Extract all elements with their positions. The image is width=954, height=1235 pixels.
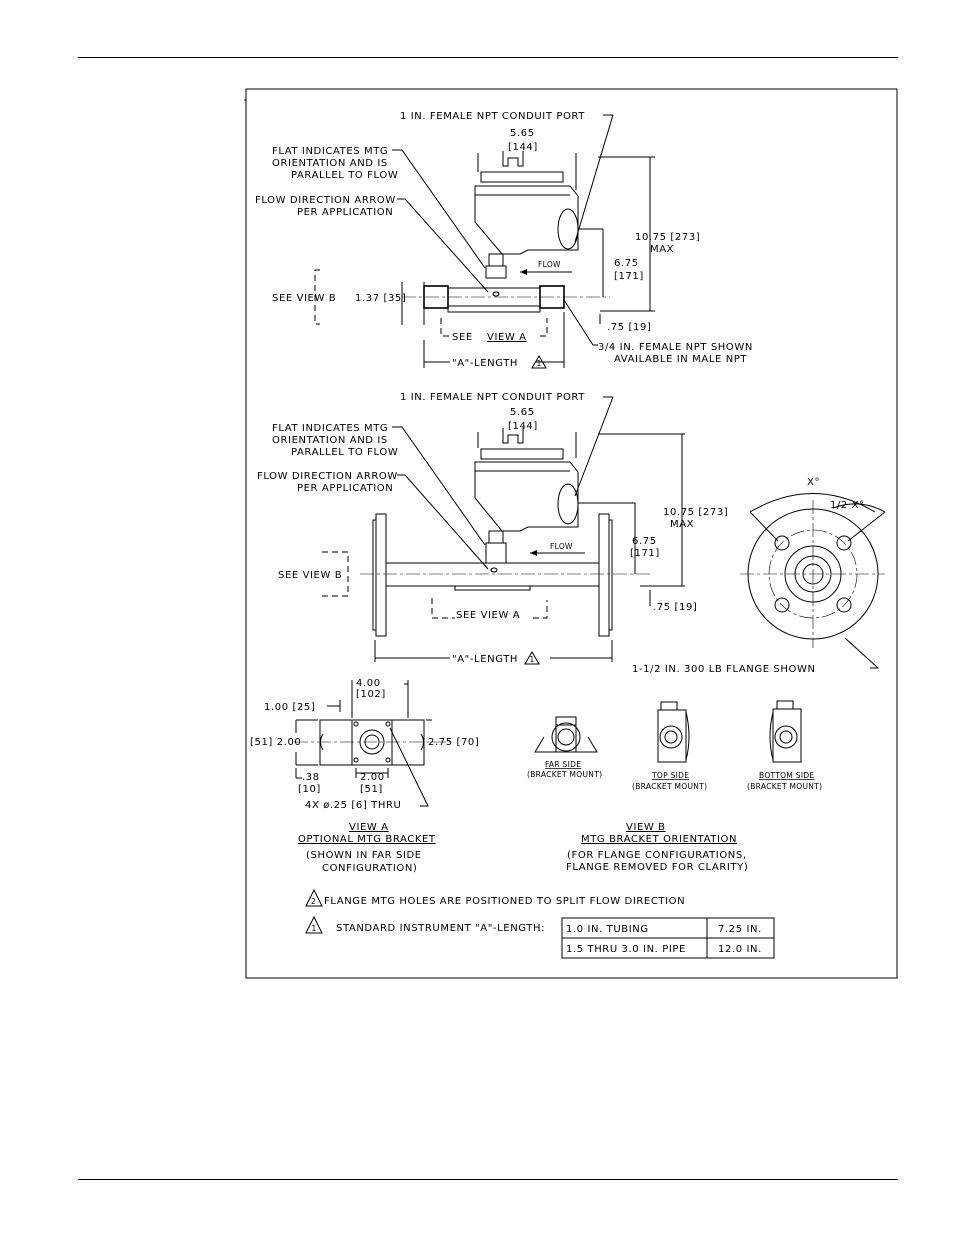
top-side-label: TOP SIDE <box>651 771 689 780</box>
table-row-2-item: 1.5 THRU 3.0 IN. PIPE <box>566 944 686 955</box>
flow-label: FLOW <box>538 260 561 269</box>
top-side-mount: (BRACKET MOUNT) <box>632 782 707 791</box>
arrow-note-1: FLOW DIRECTION ARROW <box>255 195 396 206</box>
flat-note-1b: FLAT INDICATES MTG <box>272 423 388 434</box>
see-view-b-label: SEE VIEW B <box>272 293 336 304</box>
view-b-title: VIEW B <box>626 822 666 833</box>
bracket-height-right: 2.75 [70] <box>428 737 479 748</box>
hole-spacing-mm: [51] <box>360 784 383 795</box>
flange-half-angle: 1/2 X° <box>830 500 865 511</box>
bracket-outline <box>319 719 425 766</box>
dim-center-in-2: 6.75 <box>632 536 657 547</box>
a-length-table: 1.0 IN. TUBING 7.25 IN. 1.5 THRU 3.0 IN.… <box>561 917 775 959</box>
table-row-2-length: 12.0 IN. <box>718 944 762 955</box>
drawing-frame <box>245 88 898 979</box>
view-a-title: VIEW A <box>349 822 389 833</box>
bracket-width-in: 4.00 <box>356 678 381 689</box>
a-length-label-2: "A"-LENGTH <box>452 654 518 665</box>
far-side-mount: (BRACKET MOUNT) <box>527 770 602 779</box>
hole-spacing-in: 2.00 <box>360 772 385 783</box>
npt-note-2: AVAILABLE IN MALE NPT <box>614 354 747 365</box>
header-rule <box>78 57 898 58</box>
notes-section: 2 FLANGE MTG HOLES ARE POSITIONED TO SPL… <box>305 888 775 959</box>
dim-offset: .75 [19] <box>607 322 651 333</box>
flat-note-3: PARALLEL TO FLOW <box>291 170 398 181</box>
view-a-bracket: 4.00 [102] 1.00 [25] [51] 2.00 2.75 [70]… <box>250 678 479 874</box>
footer-rule <box>78 1179 898 1180</box>
dim-width-mm: [144] <box>508 142 538 153</box>
far-side-label: FAR SIDE <box>545 760 581 769</box>
see-view-a-link: VIEW A <box>487 332 527 343</box>
view-b-note-2: FLANGE REMOVED FOR CLARITY) <box>566 862 748 873</box>
note-1-text: STANDARD INSTRUMENT "A"-LENGTH: <box>336 923 545 934</box>
view-b-orientation: FAR SIDE (BRACKET MOUNT) TOP SIDE (BRACK… <box>527 700 822 873</box>
bracket-holes-note: 4X ø.25 [6] THRU <box>305 800 401 811</box>
flat-note-2b: ORIENTATION AND IS <box>272 435 388 446</box>
note-1-symbol-2: 1 <box>530 655 535 664</box>
arrow-note-1b: FLOW DIRECTION ARROW <box>257 471 398 482</box>
table-row-1-item: 1.0 IN. TUBING <box>566 924 649 935</box>
see-view-b-label-2: SEE VIEW B <box>278 570 342 581</box>
flow-label-2: FLOW <box>550 542 573 551</box>
dim-width-mm-2: [144] <box>508 421 538 432</box>
npt-note-1: 3/4 IN. FEMALE NPT SHOWN <box>598 342 753 353</box>
bracket-offset-dim: 1.00 [25] <box>264 702 315 713</box>
far-side-illustration <box>534 716 598 753</box>
hole-edge-in: .38 <box>302 772 320 783</box>
dim-height-max-2: MAX <box>670 519 694 530</box>
dim-height-max: MAX <box>650 244 674 255</box>
view-b-note-1: (FOR FLANGE CONFIGURATIONS, <box>567 850 747 861</box>
dim-center-mm: [171] <box>614 271 644 282</box>
dim-width-in-2: 5.65 <box>510 407 535 418</box>
view-b-subtitle: MTG BRACKET ORIENTATION <box>581 834 737 845</box>
tubing-assembly-view: 1 IN. FEMALE NPT CONDUIT PORT 5.65 [144]… <box>255 111 753 369</box>
see-view-a-link-2: SEE VIEW A <box>456 610 520 621</box>
bottom-side-label: BOTTOM SIDE <box>759 771 815 780</box>
dim-center-mm-2: [171] <box>630 548 660 559</box>
flat-note-3b: PARALLEL TO FLOW <box>291 447 398 458</box>
dim-offset-2: .75 [19] <box>653 602 697 613</box>
arrow-note-2b: PER APPLICATION <box>297 483 393 494</box>
table-row-1-length: 7.25 IN. <box>718 924 762 935</box>
dim-width-in: 5.65 <box>510 128 535 139</box>
dim-end-length: 1.37 [35] <box>355 293 406 304</box>
note-1-symbol: 1 <box>537 359 542 368</box>
bracket-height-left: [51] 2.00 <box>250 737 301 748</box>
dim-height-in: 10.75 [273] <box>635 232 700 243</box>
bottom-side-illustration <box>769 700 802 763</box>
note-1-symbol-notes: 1 <box>312 924 317 933</box>
flanged-assembly-view: 1 IN. FEMALE NPT CONDUIT PORT 5.65 [144]… <box>257 392 886 675</box>
bracket-width-mm: [102] <box>356 689 386 700</box>
bottom-side-mount: (BRACKET MOUNT) <box>747 782 822 791</box>
view-a-note-2: CONFIGURATION) <box>322 863 417 874</box>
dim-height-in-2: 10.75 [273] <box>663 507 728 518</box>
top-side-illustration <box>657 701 690 763</box>
flange-bolt-angle: X° <box>807 477 820 488</box>
flat-note-2: ORIENTATION AND IS <box>272 158 388 169</box>
a-length-label: "A"-LENGTH <box>452 358 518 369</box>
arrow-note-2: PER APPLICATION <box>297 207 393 218</box>
flange-shown-label: 1-1/2 IN. 300 LB FLANGE SHOWN <box>632 664 816 675</box>
conduit-port-label-2: 1 IN. FEMALE NPT CONDUIT PORT <box>400 392 585 403</box>
hole-edge-mm: [10] <box>298 784 321 795</box>
view-a-subtitle: OPTIONAL MTG BRACKET <box>298 834 436 845</box>
flat-note-1: FLAT INDICATES MTG <box>272 146 388 157</box>
view-a-note-1: (SHOWN IN FAR SIDE <box>306 850 422 861</box>
dim-center-in: 6.75 <box>614 258 639 269</box>
see-view-a-prefix: SEE <box>452 332 473 343</box>
note-2-text: FLANGE MTG HOLES ARE POSITIONED TO SPLIT… <box>324 896 685 907</box>
note-2-symbol: 2 <box>311 897 316 906</box>
conduit-port-label: 1 IN. FEMALE NPT CONDUIT PORT <box>400 111 585 122</box>
